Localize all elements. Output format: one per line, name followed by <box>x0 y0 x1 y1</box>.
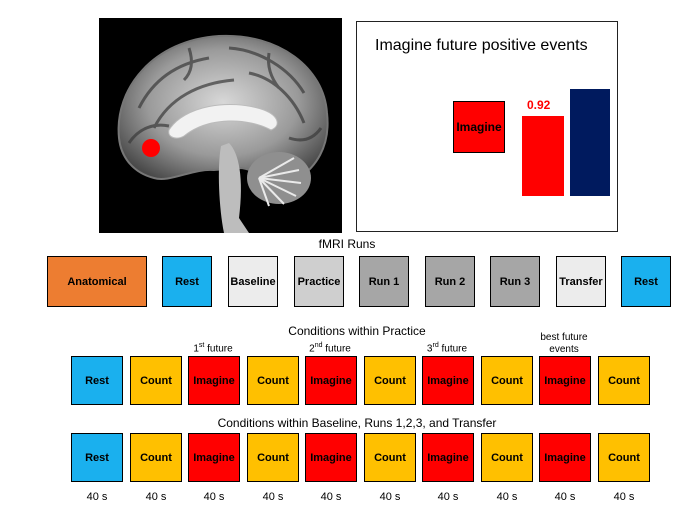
run-block-transfer: Transfer <box>556 256 606 307</box>
duration-label: 40 s <box>320 491 342 503</box>
duration-label: 40 s <box>379 491 401 503</box>
baseline-block-imagine: Imagine <box>539 433 591 482</box>
annot-second-future: 2nd future <box>309 342 351 355</box>
run-block-run-2: Run 2 <box>425 256 475 307</box>
practice-block-count: Count <box>364 356 416 405</box>
annot-first-future: 1st future <box>193 342 233 355</box>
practice-block-imagine: Imagine <box>539 356 591 405</box>
baseline-block-count: Count <box>364 433 416 482</box>
roi-marker <box>142 139 160 157</box>
baseline-block-count: Count <box>247 433 299 482</box>
feedback-title: Imagine future positive events <box>375 37 588 54</box>
practice-block-imagine: Imagine <box>305 356 357 405</box>
practice-block-imagine: Imagine <box>422 356 474 405</box>
run-block-practice: Practice <box>294 256 344 307</box>
run-block-rest: Rest <box>162 256 212 307</box>
feedback-bar-target <box>570 89 610 196</box>
baseline-block-count: Count <box>598 433 650 482</box>
practice-block-count: Count <box>130 356 182 405</box>
feedback-value-label: 0.92 <box>527 98 551 112</box>
duration-label: 40 s <box>437 491 459 503</box>
baseline-title: Conditions within Baseline, Runs 1,2,3, … <box>217 416 497 430</box>
duration-label: 40 s <box>203 491 225 503</box>
feedback-imagine-box: Imagine <box>453 101 505 153</box>
baseline-block-rest: Rest <box>71 433 123 482</box>
run-block-run-3: Run 3 <box>490 256 540 307</box>
baseline-block-imagine: Imagine <box>422 433 474 482</box>
baseline-block-count: Count <box>130 433 182 482</box>
baseline-block-imagine: Imagine <box>188 433 240 482</box>
annot-third-future: 3rd future <box>426 342 468 355</box>
duration-label: 40 s <box>86 491 108 503</box>
practice-block-count: Count <box>247 356 299 405</box>
run-block-anatomical: Anatomical <box>47 256 147 307</box>
run-block-run-1: Run 1 <box>359 256 409 307</box>
duration-label: 40 s <box>145 491 167 503</box>
run-block-rest: Rest <box>621 256 671 307</box>
feedback-display: Imagine future positive events Imagine 0… <box>356 21 618 232</box>
feedback-bar-current <box>522 116 564 196</box>
duration-label: 40 s <box>613 491 635 503</box>
runs-title: fMRI Runs <box>318 237 376 251</box>
baseline-block-imagine: Imagine <box>305 433 357 482</box>
practice-title: Conditions within Practice <box>288 324 426 338</box>
practice-block-rest: Rest <box>71 356 123 405</box>
duration-label: 40 s <box>262 491 284 503</box>
duration-label: 40 s <box>554 491 576 503</box>
run-block-baseline: Baseline <box>228 256 278 307</box>
practice-block-count: Count <box>598 356 650 405</box>
baseline-block-count: Count <box>481 433 533 482</box>
practice-block-count: Count <box>481 356 533 405</box>
duration-label: 40 s <box>496 491 518 503</box>
brain-sagittal-graphic <box>117 34 329 233</box>
brain-mri-image <box>99 18 342 233</box>
practice-block-imagine: Imagine <box>188 356 240 405</box>
